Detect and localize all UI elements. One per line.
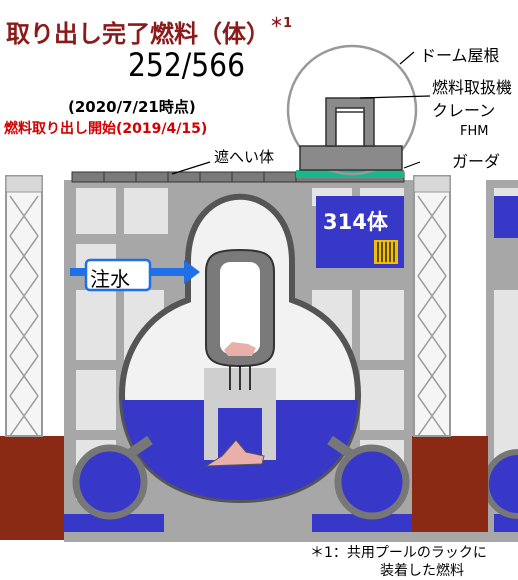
footnote-continued: 装着した燃料 — [380, 563, 464, 579]
water-injection-box — [84, 258, 152, 292]
bay — [360, 290, 404, 360]
shield-label: 遮へい体 — [214, 148, 275, 166]
bay — [124, 188, 168, 234]
trench-right — [412, 436, 488, 540]
dome-roof — [286, 44, 418, 176]
bay — [76, 188, 116, 234]
water-injection-label: 注水 — [90, 267, 130, 291]
bay — [76, 290, 116, 360]
floor-water — [312, 514, 414, 532]
suppression-chamber-left — [72, 444, 148, 520]
fhm-label: FHM — [460, 124, 489, 139]
lattice-tower-right — [413, 175, 451, 437]
floor-water — [64, 514, 164, 532]
girder-label: ガーダ — [452, 152, 501, 171]
title-footnote-mark: ＊1 — [270, 16, 293, 31]
bay — [360, 370, 404, 430]
reactor-building-diagram — [0, 44, 518, 542]
leader-lines — [171, 51, 431, 175]
crane-box — [335, 111, 365, 147]
crane-label: クレーン — [432, 101, 496, 120]
pool-right-edge — [494, 196, 518, 238]
debris — [204, 439, 265, 467]
basemat — [64, 532, 518, 542]
control-rod-drives — [229, 366, 251, 390]
fuel-count: 252/566 — [128, 46, 245, 84]
pool-fuel-count: 314体 — [323, 210, 388, 234]
fuel-handling-machine-body — [299, 145, 403, 171]
dome-roof-label: ドーム屋根 — [420, 46, 500, 65]
footnote: ＊1：共用プールのラックに — [310, 545, 487, 561]
fuel-debris-in-rpv — [224, 342, 256, 356]
fuel-handling-label: 燃料取扱機 — [432, 78, 513, 97]
removal-start-date: 燃料取り出し開始(2019/4/15) — [4, 121, 208, 137]
bay — [76, 370, 116, 430]
fuel-rack — [374, 240, 398, 264]
lattice-tower-left — [5, 175, 43, 437]
rpv-interior — [220, 262, 260, 354]
as-of-date: (2020/7/21時点) — [68, 98, 196, 116]
suppression-chamber-right — [334, 444, 410, 520]
page-title: 取り出し完了燃料（体）＊1 — [6, 16, 293, 48]
trench-left — [0, 436, 64, 540]
